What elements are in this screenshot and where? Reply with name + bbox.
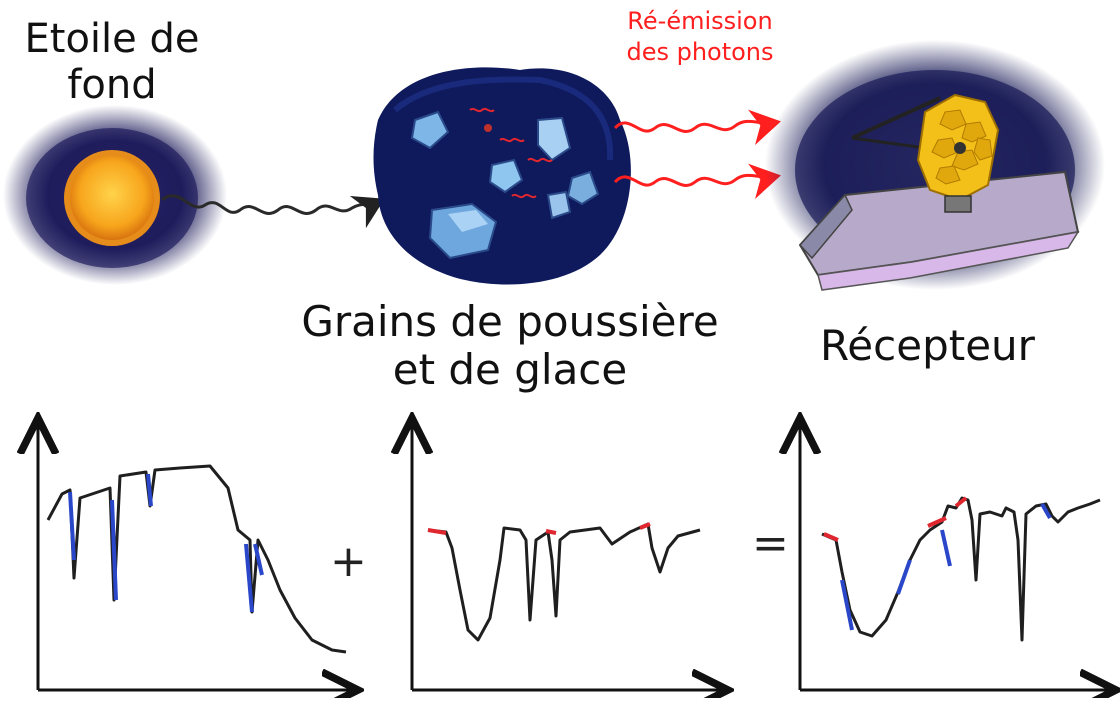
reemission-label-line1: Ré-émission — [627, 7, 773, 35]
spectrum-curve-star — [46, 464, 347, 654]
reemission-label-line2: des photons — [626, 38, 774, 67]
background-star-label-line2: fond — [67, 62, 157, 108]
spectrum-curve-dust — [427, 522, 701, 642]
photon-wave-arrow-icon — [161, 194, 385, 229]
reemission-wave-arrow-1 — [613, 109, 781, 145]
spectrum-curve-observed — [821, 496, 1101, 642]
dust-grains-label-line2: et de glace — [392, 345, 628, 395]
plus-operator: + — [330, 536, 367, 587]
dust-cloud-icon — [373, 67, 631, 285]
spectrum-panel-observed — [800, 424, 1110, 690]
background-star-label: Etoile de fond — [12, 16, 212, 108]
dust-grains-label-line1: Grains de poussière — [301, 297, 719, 346]
dust-grains-label: Grains de poussière et de glace — [280, 297, 740, 395]
receiver-label: Récepteur — [820, 321, 1035, 370]
spectrum-panel-dust — [412, 424, 722, 690]
telescope-icon — [765, 40, 1105, 291]
reemission-label: Ré-émission des photons — [600, 6, 800, 68]
spectrum-panel-star — [38, 424, 352, 690]
reemission-wave-arrow-2 — [613, 163, 781, 199]
background-star-icon — [3, 105, 227, 285]
background-star-label-line1: Etoile de — [24, 16, 200, 62]
equals-operator: = — [752, 518, 789, 569]
